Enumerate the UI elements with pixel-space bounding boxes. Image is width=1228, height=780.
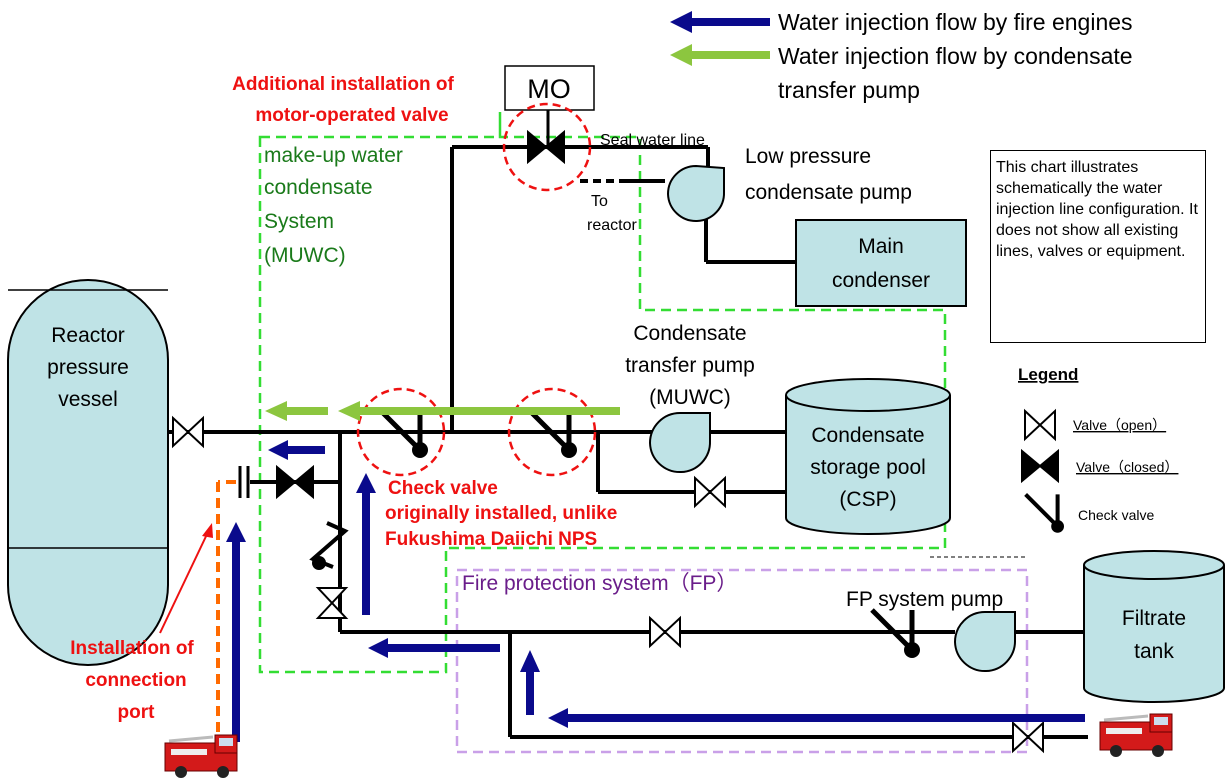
condensate-flow-arrows: [265, 401, 620, 421]
motor-valve-annotation-2: motor-operated valve: [255, 105, 448, 126]
filtrate-tank: [1083, 550, 1225, 703]
muwc-label-3: System: [264, 210, 334, 233]
ctp-label: Condensate: [633, 322, 746, 345]
reactor-label: reactor: [587, 217, 637, 234]
low-pressure-pump-label-2: condensate pump: [745, 181, 912, 204]
csp-label-3: (CSP): [839, 488, 896, 511]
motor-valve-annotation: Additional installation of: [232, 74, 454, 95]
filtrate-label: Filtrate: [1122, 607, 1186, 630]
flow-legend: [670, 11, 770, 66]
condensate-storage-pool: [785, 378, 951, 535]
disclaimer-note: This chart illustrates schematically the…: [990, 150, 1206, 343]
rpv-label-2: pressure: [47, 356, 129, 379]
reactor-pressure-vessel: [7, 279, 169, 666]
check-valve-annotation-3: Fukushima Daiichi NPS: [385, 529, 597, 550]
fire-flow-arrows: [226, 440, 1085, 742]
legend-check-valve: Check valve: [1078, 507, 1154, 523]
to-label: To: [591, 193, 608, 210]
fire-engine-left: [164, 734, 238, 778]
flow-legend-fire: Water injection flow by fire engines: [778, 9, 1133, 35]
filtrate-label-2: tank: [1134, 640, 1174, 663]
rpv-label: Reactor: [51, 324, 125, 347]
check-valve-annotation: Check valve: [388, 478, 498, 499]
legend-valve-open-icon: [1024, 410, 1056, 440]
main-condenser-label: Main: [858, 235, 904, 258]
legend-valve-closed: Valve（closed）: [1076, 459, 1178, 475]
check-valve-vertical: [309, 521, 349, 570]
flow-legend-condensate-2: transfer pump: [778, 77, 920, 103]
muwc-label-2: condensate: [264, 176, 373, 199]
legend-valve-closed-icon: [1021, 450, 1059, 482]
main-condenser-label-2: condenser: [832, 269, 930, 292]
csp-bypass-valve: [694, 477, 726, 507]
connection-pointer: [159, 529, 210, 634]
flow-legend-condensate: Water injection flow by condensate: [778, 43, 1133, 69]
ctp-label-3: (MUWC): [649, 386, 731, 409]
legend-check-valve-icon: [1026, 494, 1064, 532]
rpv-inlet-valve: [172, 417, 204, 447]
connection-port-flange: [238, 466, 250, 498]
connection-port-valve: [276, 466, 314, 498]
csp-label: Condensate: [811, 424, 924, 447]
connection-port-annotation: Installation of: [70, 638, 194, 659]
ctp-label-2: transfer pump: [625, 354, 755, 377]
fp-system-label: Fire protection system（FP）: [462, 572, 737, 595]
muwc-boundary: [258, 112, 947, 674]
mo-label: MO: [527, 74, 571, 104]
main-condenser: [795, 219, 967, 307]
condensate-transfer-pump: [648, 412, 712, 473]
legend-valve-open: Valve（open）: [1073, 417, 1166, 433]
fp-system-pump: [953, 611, 1017, 672]
low-pressure-pump-label: Low pressure: [745, 145, 871, 168]
motor-operator-box: [504, 65, 595, 111]
csp-label-2: storage pool: [810, 456, 926, 479]
check-valve-annotation-2: originally installed, unlike: [385, 503, 617, 524]
seal-water-label: Seal water line: [600, 132, 705, 149]
fire-engine-right: [1099, 713, 1173, 757]
rpv-label-3: vessel: [58, 388, 118, 411]
fp-pump-label: FP system pump: [846, 588, 1003, 611]
muwc-label-4: (MUWC): [264, 244, 346, 267]
legend-title: Legend: [1018, 365, 1078, 384]
connection-port-annotation-2: connection: [85, 670, 186, 691]
highlight-circles: [356, 102, 597, 477]
connection-port-annotation-3: port: [118, 702, 156, 723]
fp-line-valve: [649, 617, 681, 647]
low-pressure-condensate-pump: [666, 164, 726, 222]
muwc-label: make-up water: [264, 144, 403, 167]
fp-boundary: [455, 568, 1029, 754]
